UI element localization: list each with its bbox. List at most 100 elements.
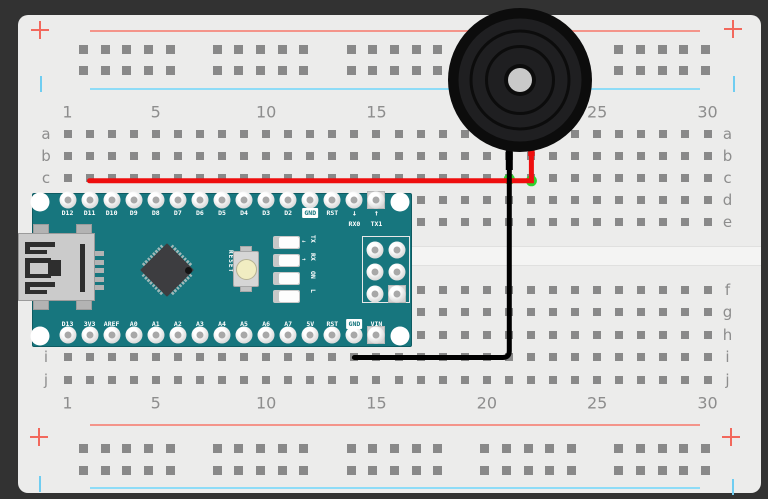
pin-label: VIN (370, 319, 383, 328)
breadboard-hole (217, 151, 226, 160)
breadboard-hole (217, 173, 226, 182)
arduino-pin-d4[interactable] (235, 191, 253, 209)
rail-hole (122, 65, 132, 75)
icsp-pin[interactable] (366, 285, 384, 303)
arduino-pin-d9[interactable] (125, 191, 143, 209)
arduino-pin-a6[interactable] (257, 326, 275, 344)
negative-rail-line (90, 88, 700, 90)
icsp-pin[interactable] (366, 263, 384, 281)
plus-icon (729, 428, 733, 446)
breadboard-hole (659, 330, 668, 339)
breadboard-hole (240, 173, 249, 182)
arduino-pin-a1[interactable] (147, 326, 165, 344)
arduino-pin-a0[interactable] (125, 326, 143, 344)
arduino-pin-gnd[interactable] (345, 326, 363, 344)
arduino-pin-d2[interactable] (279, 191, 297, 209)
column-number: 25 (586, 393, 608, 413)
arduino-pin-d10[interactable] (103, 191, 121, 209)
breadboard-hole (306, 173, 315, 182)
rail-hole (143, 44, 153, 54)
breadboard-hole (372, 173, 381, 182)
breadboard-hole (615, 375, 624, 384)
arduino-pin-d6[interactable] (191, 191, 209, 209)
icsp-header-outline (362, 236, 410, 303)
led-lens (279, 254, 299, 266)
arduino-pin-a2[interactable] (169, 326, 187, 344)
breadboard-hole (549, 286, 558, 294)
breadboard-hole (593, 375, 602, 384)
breadboard-hole (681, 218, 690, 227)
pin-label: A4 (218, 319, 226, 328)
reset-button-cap[interactable] (235, 258, 257, 280)
arduino-pin-a5[interactable] (235, 326, 253, 344)
arduino-pin-aref[interactable] (103, 326, 121, 344)
breadboard-hole (681, 375, 690, 384)
rail-hole (256, 65, 266, 75)
arduino-pin-d11[interactable] (81, 191, 99, 209)
rail-hole (79, 65, 88, 75)
row-letter: g (722, 303, 733, 322)
usb-glyph-mark (25, 242, 55, 247)
rail-hole (299, 65, 309, 75)
breadboard-hole (681, 330, 690, 339)
pin-label: D8 (151, 209, 160, 217)
rail-hole (100, 443, 110, 453)
arduino-pin-d5[interactable] (213, 191, 231, 209)
arduino-pin-d8[interactable] (147, 191, 165, 209)
arduino-pin-5v[interactable] (301, 326, 319, 344)
column-number: 1 (62, 393, 73, 413)
icsp-pin[interactable] (388, 263, 406, 281)
plus-icon (37, 428, 41, 446)
usb-glyph-mark (25, 249, 47, 254)
rail-hole (368, 44, 378, 54)
ground-wire[interactable] (351, 145, 512, 360)
breadboard-hole (460, 375, 469, 384)
signal-wire[interactable] (87, 147, 534, 184)
arduino-pin-d7[interactable] (169, 191, 187, 209)
arduino-pin-vin[interactable] (367, 326, 385, 344)
rail-hole (545, 443, 555, 453)
breadboard-hole (151, 375, 160, 384)
breadboard-hole (571, 353, 580, 362)
breadboard-hole (63, 129, 72, 138)
icsp-pin[interactable] (388, 241, 406, 259)
arduino-pin-rx0[interactable] (345, 191, 363, 209)
pin-label: GND (346, 318, 363, 329)
arduino-pin-a3[interactable] (191, 326, 209, 344)
rail-hole (100, 44, 110, 54)
icsp-pin[interactable] (388, 285, 406, 303)
arduino-pin-a7[interactable] (279, 326, 297, 344)
icsp-pin[interactable] (366, 241, 384, 259)
rail-hole (79, 465, 88, 475)
plus-icon (38, 21, 42, 39)
arduino-pin-d3[interactable] (257, 191, 275, 209)
arduino-pin-rst[interactable] (323, 326, 341, 344)
column-number: 15 (366, 393, 387, 413)
pin-label: RST (326, 209, 339, 217)
row-letter: b (41, 146, 51, 165)
arduino-pin-3v3[interactable] (81, 326, 99, 344)
rail-hole (700, 465, 710, 475)
rail-hole (389, 44, 399, 54)
reset-button-label: RESET (227, 250, 234, 274)
arduino-pin-a4[interactable] (213, 326, 231, 344)
arduino-pin-d12[interactable] (59, 191, 76, 209)
breadboard-hole (549, 196, 558, 205)
breadboard-hole (416, 173, 425, 182)
breadboard-hole (571, 375, 580, 384)
rail-hole (480, 465, 490, 475)
rail-hole (299, 443, 309, 453)
breadboard-hole (372, 375, 381, 384)
breadboard-hole (173, 151, 182, 160)
breadboard-hole (63, 151, 72, 160)
arduino-pin-gnd[interactable] (301, 191, 319, 209)
arduino-pin-tx1[interactable] (367, 191, 385, 209)
breadboard-hole (593, 151, 602, 160)
arduino-pin-d13[interactable] (59, 326, 76, 344)
arduino-pin-rst[interactable] (323, 191, 341, 209)
rail-hole (346, 65, 356, 75)
breadboard-hole (195, 173, 204, 182)
breadboard-hole (328, 173, 337, 182)
row-letter: a (41, 124, 51, 143)
breadboard-hole (615, 308, 624, 317)
